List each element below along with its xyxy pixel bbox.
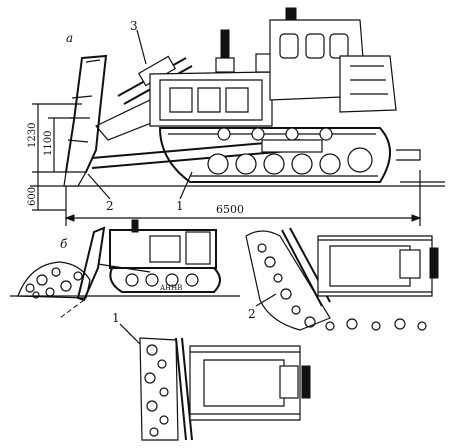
dim-length: 6500 xyxy=(216,203,244,216)
leader-2a xyxy=(87,173,111,200)
leader-1b xyxy=(119,323,141,345)
dashed-path xyxy=(59,299,85,319)
road-wheel-2 xyxy=(235,153,257,175)
panel-b-side-view: AHHB б xyxy=(10,219,240,319)
roller-top-3 xyxy=(285,127,299,141)
callout-1b: 1 xyxy=(112,311,120,325)
dim-h1: 1230 xyxy=(27,123,38,148)
panel-a-bulldozer: a 3 2 1 6500 1230 1100 600 xyxy=(27,7,445,226)
leader-2b xyxy=(255,293,277,307)
leader-1a xyxy=(179,171,193,200)
blade-right xyxy=(281,229,323,307)
callout-3: 3 xyxy=(130,19,138,33)
blade-bottom xyxy=(175,337,187,441)
tractor-body xyxy=(149,29,273,127)
rubble-right xyxy=(257,243,427,331)
dim-h3: 600 xyxy=(27,187,38,206)
rubble-pile-b xyxy=(17,261,91,299)
roller-top-1 xyxy=(217,127,231,141)
crawler-track xyxy=(158,127,421,183)
blade-b xyxy=(76,226,106,302)
dim-h2: 1100 xyxy=(43,131,54,156)
road-wheel-4 xyxy=(291,153,313,175)
cab xyxy=(269,7,397,113)
roller-top-2 xyxy=(251,127,265,141)
panel-a-letter: a xyxy=(66,31,73,45)
leader-3 xyxy=(136,29,147,65)
panel-b-top-view-bottom: 1 xyxy=(112,311,311,441)
roller-top-4 xyxy=(319,127,333,141)
road-wheel-5 xyxy=(319,153,341,175)
rubble-bottom xyxy=(139,337,179,441)
road-wheel-1 xyxy=(207,153,229,175)
callout-2b: 2 xyxy=(248,307,256,321)
sprocket xyxy=(347,147,373,173)
axle-marks: AHHB xyxy=(159,284,182,292)
panel-b-letter: б xyxy=(60,237,68,251)
dimension-lines xyxy=(32,103,422,226)
callout-1a: 1 xyxy=(176,199,184,213)
callout-2a: 2 xyxy=(106,199,114,213)
exhaust-pipe xyxy=(220,29,230,61)
panel-b-top-view-right: 2 xyxy=(245,227,439,331)
road-wheel-3 xyxy=(263,153,285,175)
tractor-top-bottom xyxy=(189,345,301,421)
